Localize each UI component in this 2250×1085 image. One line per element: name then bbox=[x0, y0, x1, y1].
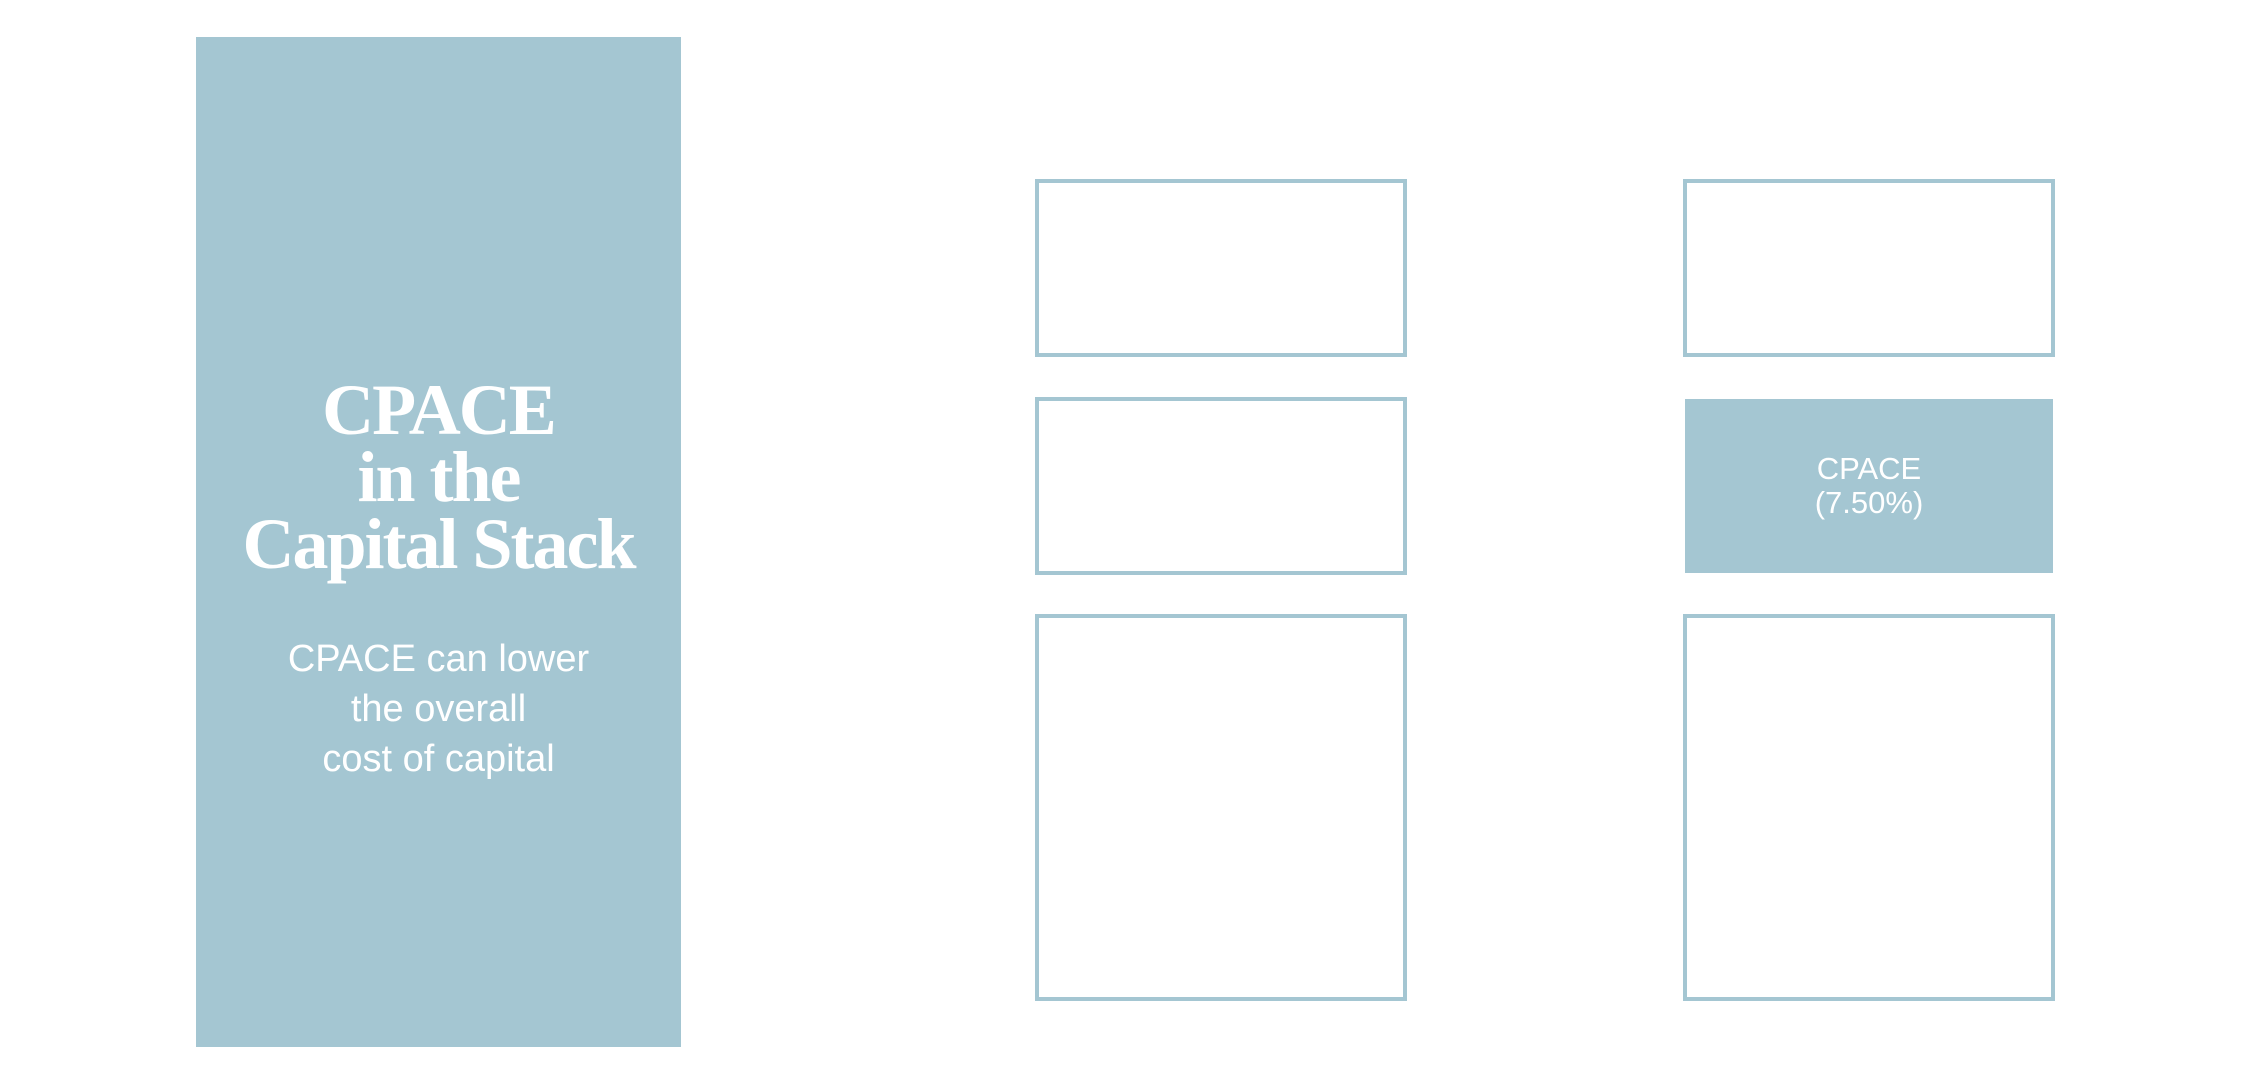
stack-layer-cpace: CPACE (7.50%) bbox=[1685, 399, 2053, 573]
panel-subtitle-line: the overall bbox=[350, 688, 527, 730]
cpace-layer-rate: (7.50%) bbox=[1814, 485, 1924, 520]
cpace-layer-label: CPACE bbox=[1816, 451, 1922, 486]
stack-layer-top bbox=[1683, 179, 2055, 357]
stack-layer-top bbox=[1035, 179, 1407, 357]
intro-panel: CPACE in the Capital Stack CPACE can low… bbox=[196, 37, 681, 1047]
stack-layer-bottom bbox=[1035, 614, 1407, 1001]
panel-subtitle: CPACE can lower the overall cost of capi… bbox=[196, 634, 681, 784]
panel-subtitle-line: cost of capital bbox=[322, 738, 555, 780]
stack-layer-bottom bbox=[1683, 614, 2055, 1001]
panel-subtitle-line: CPACE can lower bbox=[287, 638, 590, 680]
panel-title: CPACE in the Capital Stack bbox=[196, 370, 681, 584]
stack-layer-middle bbox=[1035, 397, 1407, 575]
panel-title-line: in the bbox=[357, 437, 521, 517]
panel-title-line: CPACE bbox=[322, 370, 557, 450]
panel-title-line: Capital Stack bbox=[242, 504, 636, 584]
